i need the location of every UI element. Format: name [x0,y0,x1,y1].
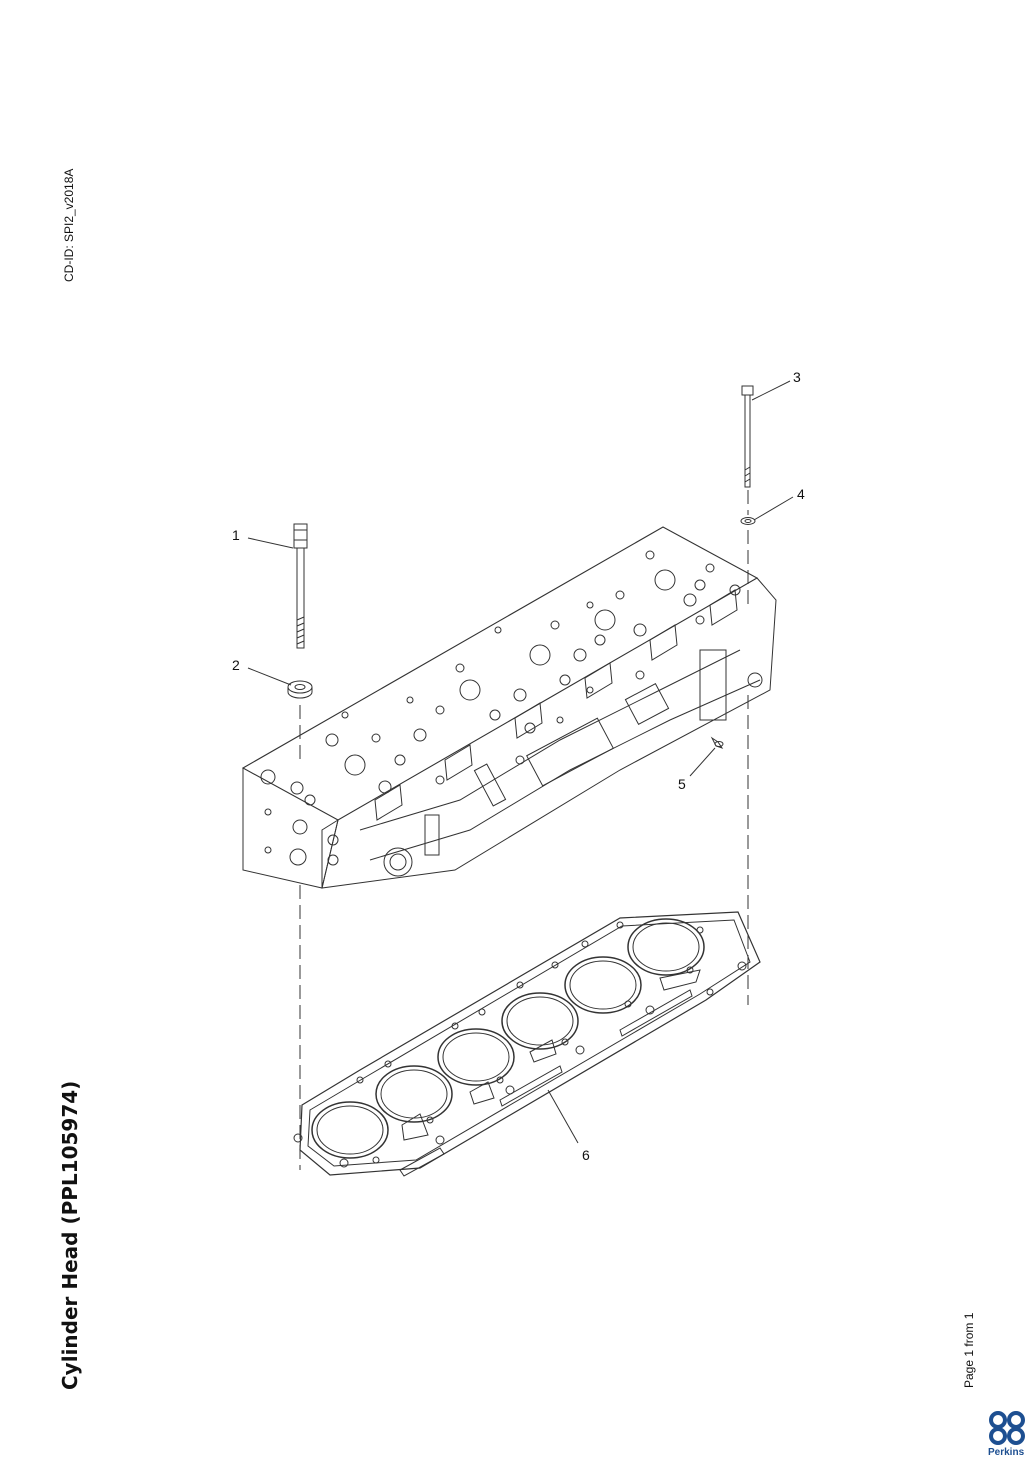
cylinder-head [241,526,777,889]
head-bolt [293,523,308,649]
brand-name: Perkins [988,1447,1025,1458]
callout-5: 5 [678,776,686,792]
washer [287,680,313,699]
callout-3: 3 [793,369,801,385]
alignment-lines [299,490,749,1170]
leader-lines [247,380,794,1144]
callout-6: 6 [582,1147,590,1163]
callout-2: 2 [232,657,240,673]
dowel-pin [710,736,724,749]
gasket-bores [311,918,705,1159]
callout-4: 4 [797,486,805,502]
small-washer [740,517,756,525]
gasket-holes [293,921,747,1168]
callout-1: 1 [232,527,240,543]
long-bolt [741,385,754,488]
top-face-bores [260,550,741,806]
head-gasket [293,911,761,1177]
perkins-logo [989,1411,1025,1445]
